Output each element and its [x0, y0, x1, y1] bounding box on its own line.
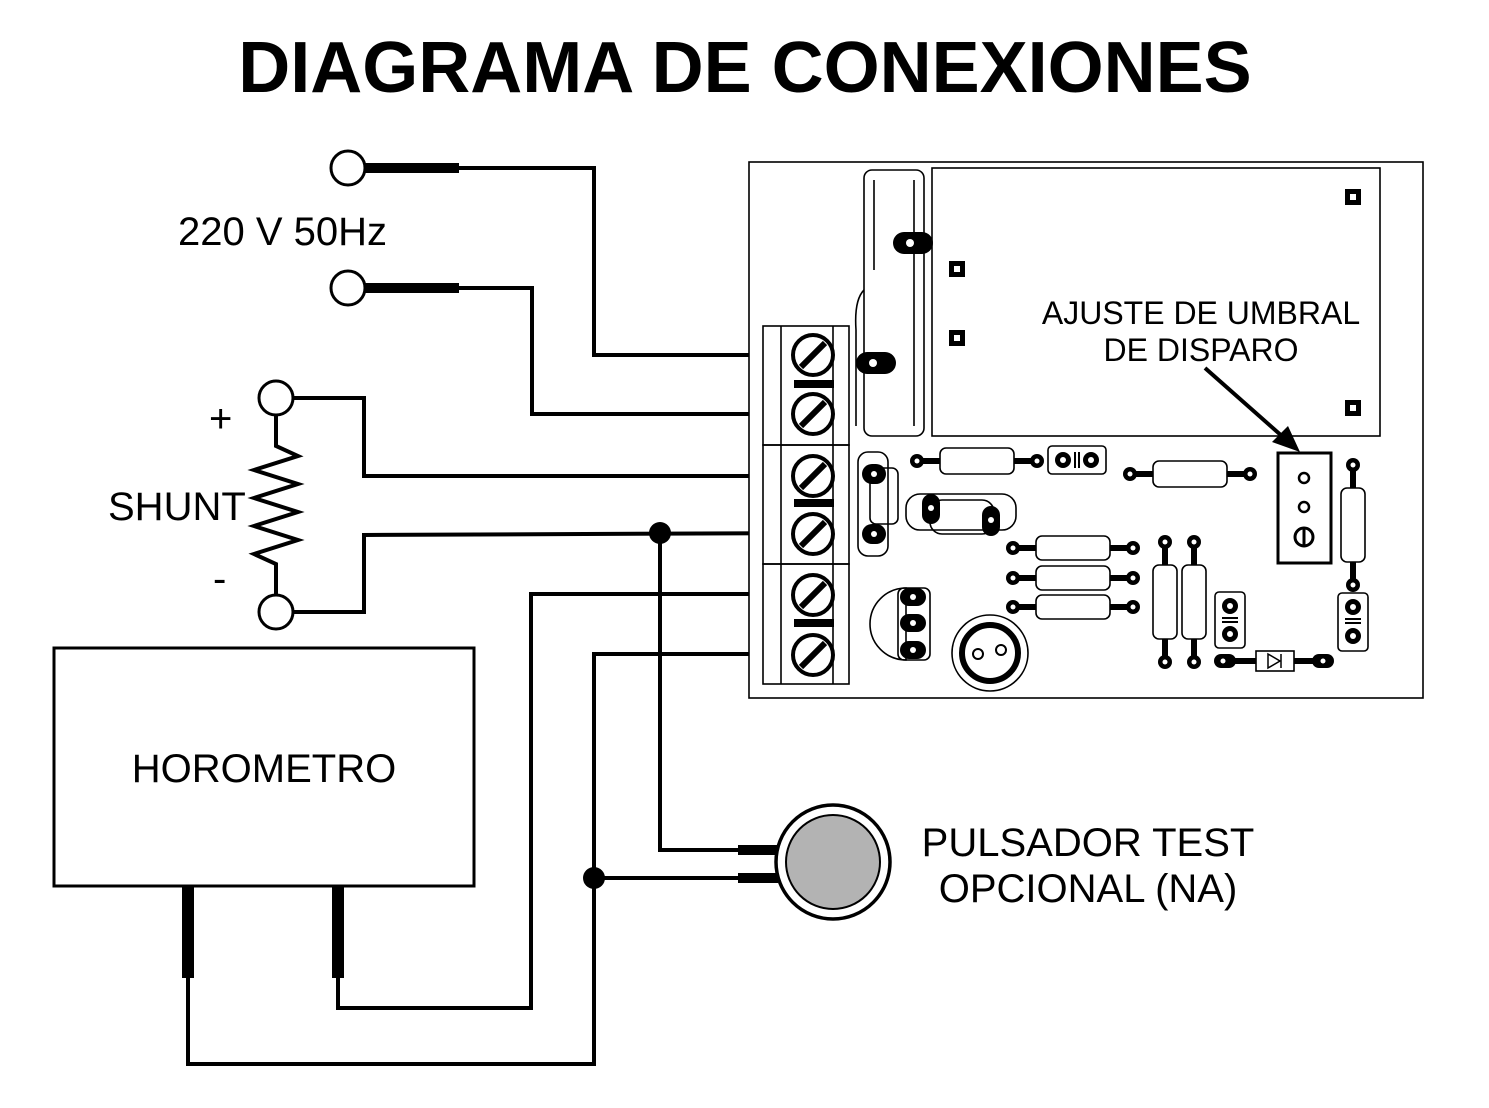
terminal-screw-4 [791, 512, 835, 556]
wire-hour-meter-left [186, 652, 813, 1066]
push-button-cap [785, 814, 881, 910]
wiring [186, 166, 814, 1066]
capacitor-large [854, 169, 933, 437]
shunt-plus-sign: + [209, 397, 232, 441]
mains-input: 220 V 50Hz [178, 149, 459, 307]
hour-meter-lead-left [182, 886, 194, 978]
terminal-screw-5 [791, 573, 835, 617]
capacitor-small-5 [1337, 592, 1369, 652]
wire-hour-meter-right [336, 592, 813, 1010]
hour-meter-box [52, 646, 476, 888]
capacitor-small-3 [905, 493, 1017, 536]
wire-test-upper [658, 533, 740, 852]
threshold-label-line1: AJUSTE DE UMBRAL [1042, 295, 1360, 331]
pad-oval [856, 352, 896, 374]
resistor-4 [1006, 565, 1140, 591]
junction-dot-upper [649, 522, 671, 544]
hour-meter-lead-right [332, 886, 344, 978]
resistor-5 [1006, 594, 1140, 620]
electrolytic-capacitor [951, 614, 1029, 692]
shunt-label: SHUNT [108, 485, 246, 529]
capacitor-small-1 [1047, 445, 1107, 475]
threshold-arrow [1203, 366, 1300, 452]
resistor-1 [910, 447, 1044, 475]
wire-mains-1 [459, 166, 813, 357]
shunt-terminal-plus [257, 379, 295, 417]
trimmer-potentiometer [1276, 451, 1333, 565]
shunt: + SHUNT - [108, 379, 305, 631]
wire-mains-2 [459, 286, 813, 416]
diode [1214, 650, 1334, 672]
hour-meter-label: HOROMETRO [132, 747, 396, 791]
page-title: DIAGRAMA DE CONEXIONES [238, 28, 1251, 108]
shunt-terminal-minus [257, 593, 295, 631]
threshold-label-line2: DE DISPARO [1104, 332, 1299, 368]
transistor [869, 587, 931, 661]
terminal-screw-3 [791, 454, 835, 498]
hour-meter: HOROMETRO [52, 646, 476, 978]
pad-oval [893, 232, 933, 254]
relay: AJUSTE DE UMBRAL DE DISPARO [931, 167, 1381, 437]
terminal-screw-2 [791, 392, 835, 436]
wire-shunt-minus [293, 531, 814, 614]
circuit-board: AJUSTE DE UMBRAL DE DISPARO [748, 161, 1424, 699]
terminal-blocks [762, 325, 850, 685]
wire-shunt-plus [293, 396, 813, 478]
resistor-3 [1006, 535, 1140, 561]
test-button-label-line1: PULSADOR TEST [922, 821, 1255, 865]
terminal-screw-6 [791, 633, 835, 677]
shunt-resistor-symbol [247, 415, 305, 595]
terminal-screw-1 [791, 333, 835, 377]
mains-label: 220 V 50Hz [178, 210, 387, 254]
mains-terminal-1 [329, 149, 367, 187]
capacitor-small-4 [1214, 591, 1246, 649]
test-button-label-line2: OPCIONAL (NA) [939, 867, 1238, 911]
resistor-2 [1123, 460, 1257, 488]
shunt-minus-sign: - [213, 557, 226, 601]
capacitor-small-2 [857, 451, 899, 557]
junction-dot-lower [583, 867, 605, 889]
resistor-8 [1340, 458, 1366, 592]
mains-terminal-2 [329, 269, 367, 307]
resistor-6 [1152, 535, 1178, 669]
resistor-7 [1181, 535, 1207, 669]
test-push-button: PULSADOR TEST OPCIONAL (NA) [738, 803, 1255, 921]
